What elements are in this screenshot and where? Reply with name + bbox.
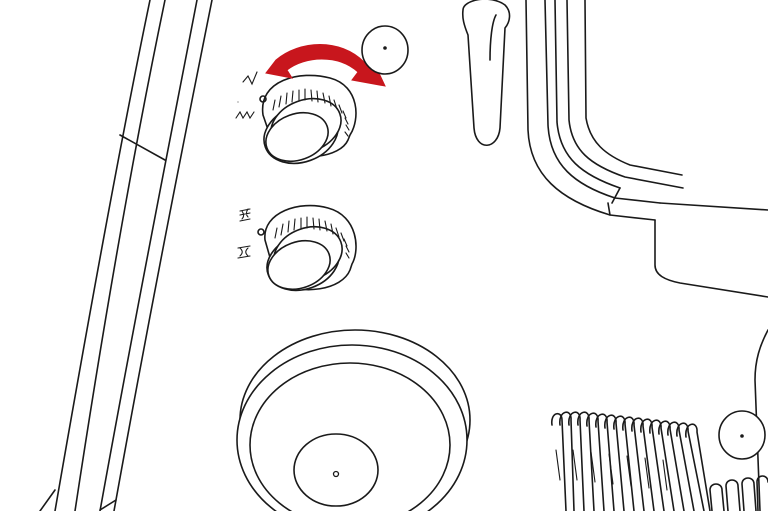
thread-guide — [461, 0, 511, 146]
thread-channels — [525, 0, 768, 298]
upper-dial-indicator — [259, 95, 267, 103]
rotate-arrow-icon — [265, 44, 386, 87]
zigzag-width-icon — [235, 71, 258, 120]
tension-comb — [551, 411, 711, 511]
stitch-length-icon — [237, 208, 251, 259]
screw-right — [718, 410, 766, 460]
machine-body-left-edge — [39, 0, 213, 511]
screw-top — [361, 25, 409, 75]
lower-dial-indicator — [257, 228, 265, 236]
stitch-width-dial[interactable] — [256, 74, 357, 173]
body-right-edge — [754, 329, 768, 511]
stitch-length-dial[interactable] — [259, 204, 357, 300]
hand-wheel[interactable] — [236, 329, 471, 511]
